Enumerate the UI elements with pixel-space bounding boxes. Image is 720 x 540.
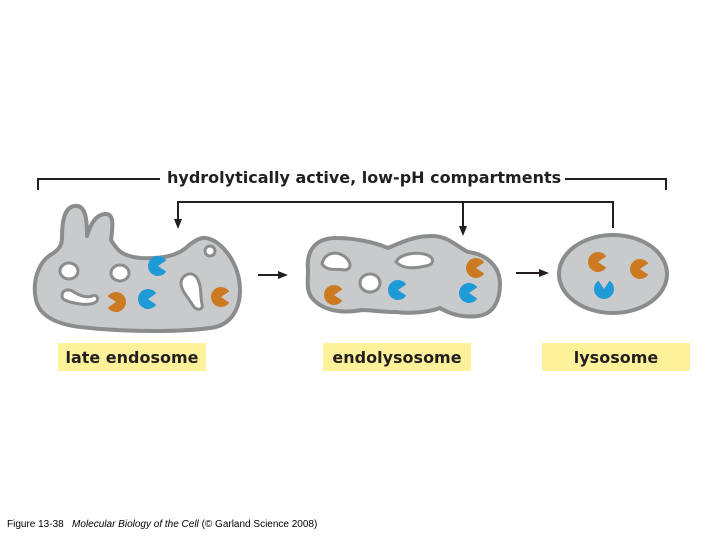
- vesicle-hole: [58, 261, 80, 281]
- vesicle-hole: [394, 251, 434, 270]
- header-title: hydrolytically active, low-pH compartmen…: [163, 167, 566, 189]
- delivery-arrows: [174, 201, 614, 236]
- blue-enzyme-icon: [137, 289, 157, 310]
- caption-credit: (© Garland Science 2008): [201, 519, 318, 530]
- blue-enzyme-icon: [458, 283, 478, 303]
- vesicle-hole: [60, 288, 100, 306]
- blue-enzyme-icon: [147, 256, 167, 276]
- vesicle-hole: [109, 263, 131, 283]
- blue-enzyme-icon: [387, 280, 407, 300]
- enzyme-group: [107, 252, 649, 312]
- orange-enzyme-icon: [323, 285, 343, 305]
- blue-enzyme-icon: [594, 280, 615, 300]
- vesicle-hole: [203, 244, 217, 258]
- orange-enzyme-icon: [587, 252, 607, 272]
- late-endosome-shape: [32, 203, 242, 333]
- endolysosome-membrane: [305, 234, 502, 319]
- orange-enzyme-icon: [629, 259, 649, 279]
- caption-figure-number: Figure 13-38: [7, 519, 64, 530]
- orange-enzyme-icon: [107, 292, 127, 312]
- lysosome-shape: [557, 233, 669, 315]
- figure-caption: Figure 13-38 Molecular Biology of the Ce…: [7, 519, 317, 530]
- orange-enzyme-icon: [210, 287, 230, 307]
- lysosome-label: lysosome: [542, 343, 690, 371]
- vesicle-hole: [179, 272, 204, 311]
- vesicle-hole: [320, 251, 352, 272]
- late-endosome-label: late endosome: [58, 343, 206, 371]
- caption-book-title: Molecular Biology of the Cell: [72, 519, 199, 530]
- vesicle-hole: [358, 272, 382, 294]
- lysosome-membrane: [557, 233, 669, 315]
- endolysosome-shape: [305, 234, 502, 319]
- orange-enzyme-icon: [465, 258, 485, 278]
- header-bracket: [37, 178, 667, 190]
- progression-arrows: [258, 269, 549, 279]
- endolysosome-label: endolysosome: [323, 343, 471, 371]
